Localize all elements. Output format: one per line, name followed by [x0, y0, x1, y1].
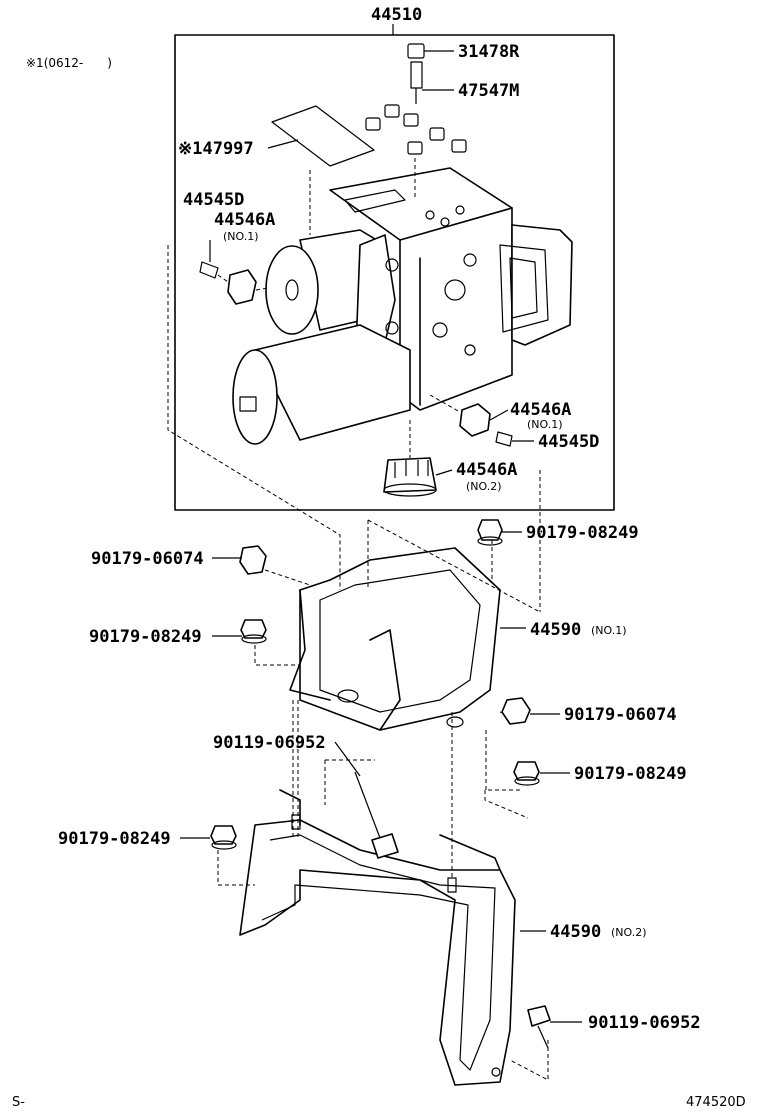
- assembly-frame-44510: [174, 24, 615, 511]
- bushing-no2: [383, 420, 437, 497]
- part-number-90119-06952-upper: 90119-06952: [213, 733, 326, 753]
- footer-left-code: S-: [12, 1095, 25, 1110]
- part-sub-44590-no2: (NO.2): [611, 926, 647, 939]
- bracket-no1: [289, 547, 501, 731]
- part-number-44510: 44510: [371, 5, 422, 25]
- validity-note: ※1(0612- ): [26, 56, 112, 70]
- right-side-small-parts: [429, 394, 513, 447]
- part-number-90179-06074-left: 90179-06074: [91, 549, 204, 569]
- label-sheet: [271, 105, 375, 235]
- part-number-90119-06952-lower: 90119-06952: [588, 1013, 701, 1033]
- part-number-90179-06074-right: 90179-06074: [564, 705, 677, 725]
- part-number-90179-08249-left: 90179-08249: [89, 627, 202, 647]
- part-number-44546A-no2: 44546A: [456, 460, 517, 480]
- part-number-44545D-right: 44545D: [538, 432, 599, 452]
- part-number-44545D-upper: 44545D: [183, 190, 244, 210]
- reference-lines: [167, 245, 549, 1081]
- part-number-90179-08249-top-right: 90179-08249: [526, 523, 639, 543]
- part-number-31478R: 31478R: [458, 42, 520, 62]
- part-number-90179-08249-right: 90179-08249: [574, 764, 687, 784]
- part-number-90179-08249-lower-left: 90179-08249: [58, 829, 171, 849]
- drawing-number: 474520D: [686, 1095, 746, 1110]
- abs-actuator-body: [232, 167, 573, 445]
- bracket-no2: [239, 789, 516, 1086]
- hardware: [210, 519, 551, 1049]
- upper-left-small-parts: [199, 240, 269, 305]
- part-number-44546A-upper: 44546A: [214, 210, 275, 230]
- part-number-44590-no2: 44590: [550, 922, 601, 942]
- part-number-44590-no1: 44590: [530, 620, 581, 640]
- label-leaders: [180, 50, 582, 1023]
- part-sub-44590-no1: (NO.1): [591, 624, 627, 637]
- part-number-47997: ※147997: [178, 139, 254, 159]
- port-plugs: [365, 43, 467, 198]
- part-sub-no2: (NO.2): [466, 480, 502, 493]
- part-number-44546A-right: 44546A: [510, 400, 571, 420]
- part-number-47547M: 47547M: [458, 81, 519, 101]
- part-sub-no1-upper: (NO.1): [223, 230, 259, 243]
- part-sub-no1-right: (NO.1): [527, 418, 563, 431]
